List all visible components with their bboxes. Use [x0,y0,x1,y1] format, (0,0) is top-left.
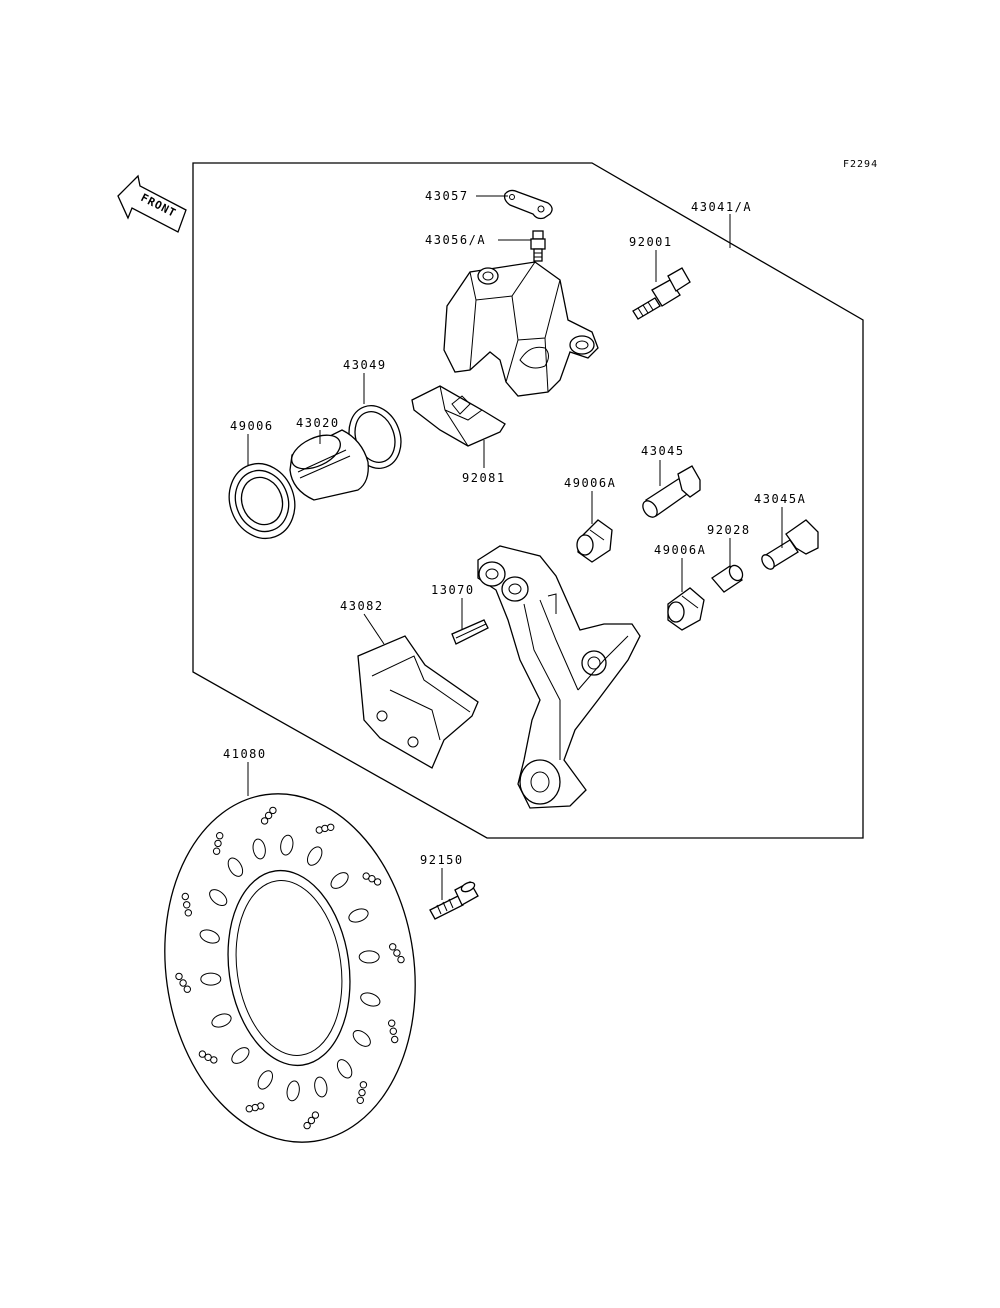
part-43082-brake-pad [357,635,479,769]
part-41080-brake-disc [164,793,416,1143]
disc-hole-small [181,892,190,901]
disc-hole-small [359,1081,368,1089]
label-49006: 49006 [230,419,274,433]
disc-hole-large [336,1059,353,1079]
part-49006a-boot-2 [667,587,705,631]
disc-hole-small [327,823,335,831]
disc-hole-small [260,817,269,825]
disc-hole-large [348,908,369,923]
disc-hole-large [352,1029,371,1047]
label-43056a: 43056/A [425,233,486,247]
label-43049: 43049 [343,358,387,372]
disc-hole-small [204,1053,212,1062]
part-13070-clip [451,619,489,645]
part-43045-pin [642,465,701,518]
label-43082: 43082 [340,599,384,613]
leader-lines [247,195,783,900]
disc-hole-small [184,909,193,917]
disc-hole-small [179,979,187,987]
disc-hole-small [393,949,401,957]
disc-hole-small [303,1121,311,1130]
disc-hole-small [251,1103,259,1112]
part-caliper-body [443,261,599,397]
disc-hole-small [397,955,405,964]
front-arrow-icon: FRONT [117,174,187,233]
disc-hole-large [360,992,381,1007]
label-43041a: 43041/A [691,200,752,214]
disc-hole-large [330,872,349,889]
disc-hole-large [200,972,222,986]
disc-hole-small [245,1105,254,1113]
part-43057-cap [503,189,553,220]
disc-hole-small [388,1019,396,1027]
disc-hole-large [286,1080,300,1102]
disc-hole-small [198,1050,207,1058]
label-92028: 92028 [707,523,751,537]
disc-hole-small [356,1096,364,1105]
label-43020: 43020 [296,416,340,430]
disc-hole-small [389,1027,397,1035]
disc-hole-small [269,806,277,815]
disc-hole-large [227,857,244,877]
label-49006a-1: 49006A [564,476,616,490]
label-92081: 92081 [462,471,506,485]
part-92150-bolt [429,881,479,920]
disc-hole-small [311,1111,320,1119]
disc-hole-small [216,832,224,840]
disc-hole-large [280,834,294,856]
disc-hole-large [199,929,220,944]
disc-holes [175,806,405,1130]
part-92001-bolt [632,267,691,320]
label-41080: 41080 [223,747,267,761]
disc-hole-large [252,838,266,860]
disc-hole-small [373,878,382,886]
disc-hole-small [212,847,221,855]
disc-hole-large [358,950,380,964]
label-43057: 43057 [425,189,469,203]
label-13070: 13070 [431,583,475,597]
disc-hole-small [389,943,397,951]
part-92081-pad-spring [411,385,506,447]
part-caliper-bracket [477,545,641,809]
disc-hole-large [209,889,228,907]
label-43045a: 43045A [754,492,806,506]
disc-hole-large [211,1013,232,1028]
disc-hole-small [264,811,273,820]
label-49006a-2: 49006A [654,543,706,557]
part-92028-collar [711,564,744,593]
disc-hole-large [231,1047,250,1064]
part-49006-boot [228,463,296,539]
disc-hole-small [183,985,192,993]
disc-hole-small [321,824,329,833]
disc-hole-small [307,1116,316,1125]
part-labels: 43057 43056/A 43041/A 92001 43049 43020 … [223,189,806,867]
disc-hole-small [368,875,376,883]
disc-hole-large [314,1076,328,1098]
label-43045: 43045 [641,444,685,458]
disc-hole-small [391,1035,399,1044]
disc-hole-large [257,1070,274,1090]
disc-hole-small [183,901,191,909]
part-43045a-pin [761,519,819,570]
part-43020-piston [289,429,369,501]
disc-hole-small [358,1088,366,1097]
part-43056a-bleeder [530,230,546,262]
disc-hole-small [214,839,222,848]
assembly-outline [192,162,864,839]
label-92001: 92001 [629,235,673,249]
disc-hole-large [306,846,323,866]
label-92150: 92150 [420,853,464,867]
part-49006a-boot-1 [576,519,613,563]
disc-hole-small [175,972,183,981]
figure-code: F2294 [843,159,878,170]
